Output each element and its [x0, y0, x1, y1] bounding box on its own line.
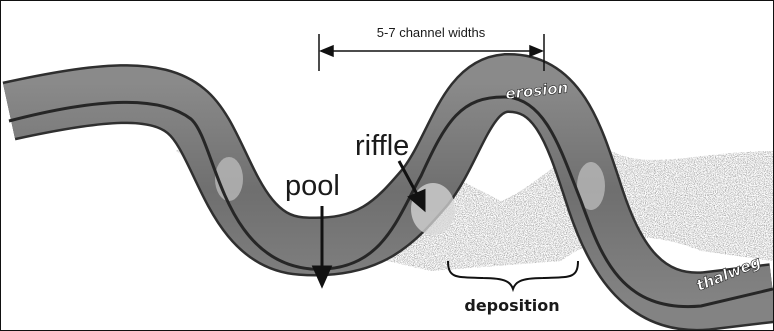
riffle-highlight	[411, 183, 455, 235]
riffle-label: riffle	[355, 130, 409, 162]
measure-label: 5-7 channel widths	[377, 25, 486, 40]
pool-label: pool	[285, 170, 340, 202]
deposition-label: deposition	[464, 296, 559, 315]
